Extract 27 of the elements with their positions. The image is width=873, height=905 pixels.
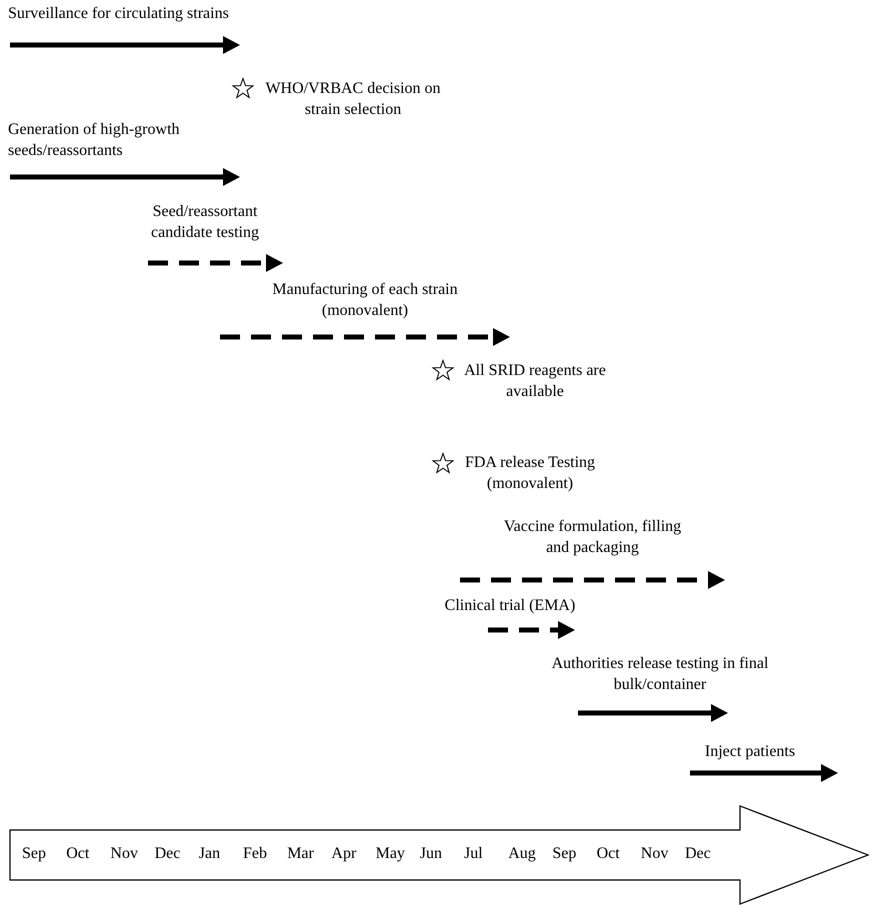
activity-label: Manufacturing of each strain (monovalent) <box>272 281 458 319</box>
activity-label: All SRID reagents are available <box>464 362 606 400</box>
month-label: Mar <box>287 844 314 864</box>
activity-label: Clinical trial (EMA) <box>444 597 576 614</box>
month-label: Oct <box>596 844 620 864</box>
activity-label: Vaccine formulation, filling and packaging <box>504 518 682 556</box>
activity-label: FDA release Testing (monovalent) <box>464 454 596 492</box>
month-label: May <box>376 844 405 864</box>
activity-label: Seed/reassortant candidate testing <box>151 203 259 241</box>
month-label: Dec <box>685 844 711 864</box>
month-label: Dec <box>154 844 180 864</box>
month-label: Jan <box>198 844 220 864</box>
month-label: Sep <box>552 844 576 864</box>
activity-label: Surveillance for circulating strains <box>8 5 229 22</box>
month-label: Oct <box>66 844 90 864</box>
activity-label: Authorities release testing in final bulk/container <box>552 655 768 693</box>
month-label: Apr <box>331 844 356 864</box>
activity-label: Generation of high-growth seeds/reassortants <box>8 121 180 159</box>
month-label: Feb <box>243 844 267 864</box>
month-label: Nov <box>110 844 138 864</box>
activity-label: WHO/VRBAC decision on strain selection <box>265 80 441 118</box>
month-label: Jun <box>420 844 442 864</box>
activity-label: Inject patients <box>704 743 796 760</box>
month-label: Nov <box>640 844 668 864</box>
month-label: Jul <box>464 844 483 864</box>
month-label: Sep <box>22 844 46 864</box>
month-label: Aug <box>508 844 536 864</box>
